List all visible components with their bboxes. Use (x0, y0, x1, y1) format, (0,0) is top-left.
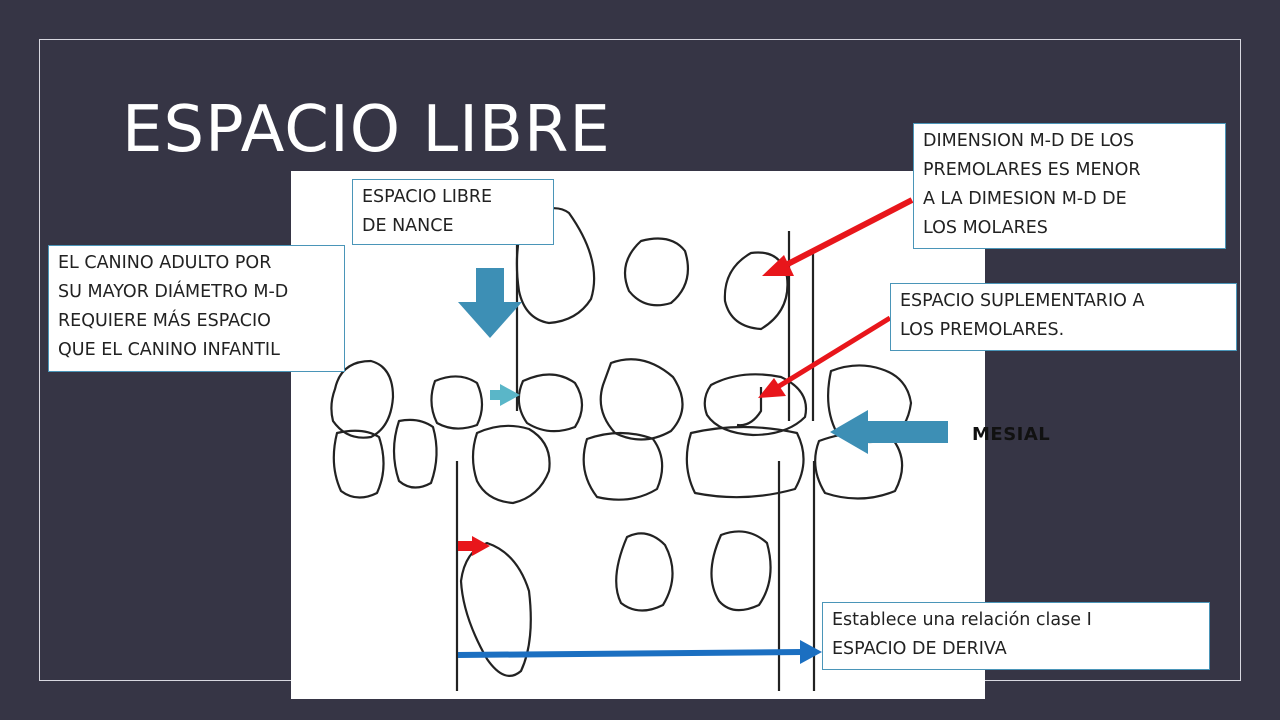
mesial-label: MESIAL (972, 424, 1051, 445)
lower-unerupted-tooth (710, 530, 772, 612)
lower-unerupted-tooth (615, 532, 674, 612)
upper-tooth (430, 375, 484, 430)
lower-tooth (392, 418, 438, 489)
callout-class-relation: Establece una relación clase I ESPACIO D… (822, 602, 1210, 670)
upper-tooth (517, 373, 584, 433)
lower-tooth (471, 424, 551, 505)
upper-unerupted-tooth (515, 207, 596, 325)
upper-unerupted-tooth (623, 237, 689, 307)
upper-tooth (827, 364, 913, 444)
lower-unerupted-tooth (459, 541, 532, 677)
upper-unerupted-tooth (723, 251, 789, 331)
callout-canine: EL CANINO ADULTO POR SU MAYOR DIÁMETRO M… (48, 245, 345, 372)
upper-tooth (599, 358, 684, 441)
upper-tooth (703, 373, 808, 437)
upper-tooth (330, 359, 395, 439)
upper-tooth-cusp (736, 387, 763, 427)
lower-tooth (814, 431, 904, 500)
slide-title: ESPACIO LIBRE (122, 93, 611, 167)
callout-md-dimension: DIMENSION M-D DE LOS PREMOLARES ES MENOR… (913, 123, 1226, 249)
lower-tooth (332, 429, 385, 499)
lower-tooth (685, 425, 805, 499)
callout-supplementary: ESPACIO SUPLEMENTARIO A LOS PREMOLARES. (890, 283, 1237, 351)
lower-tooth (582, 431, 664, 501)
callout-nance: ESPACIO LIBRE DE NANCE (352, 179, 554, 245)
